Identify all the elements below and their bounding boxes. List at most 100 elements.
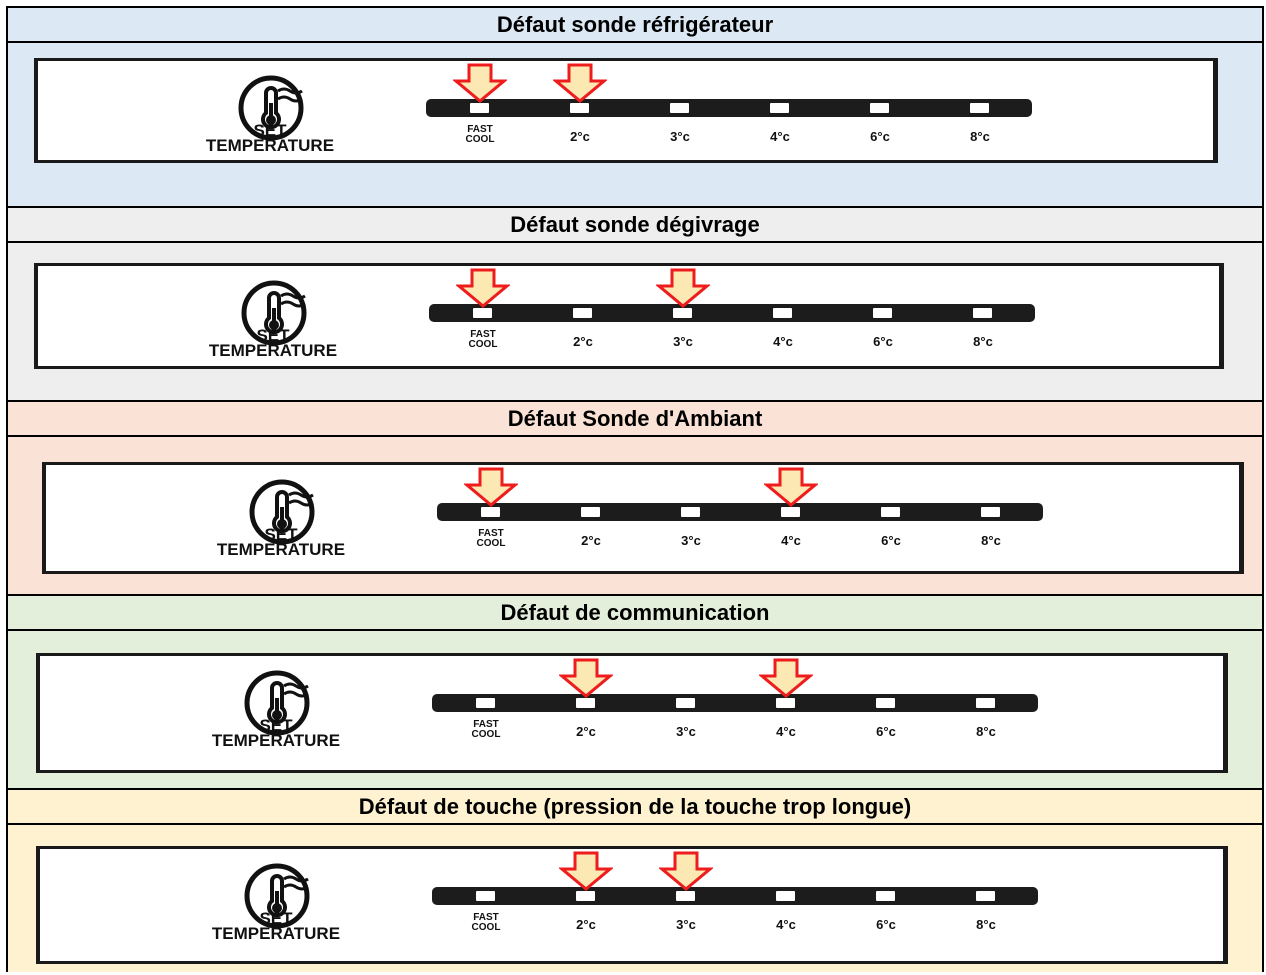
arrow-down-icon — [559, 851, 613, 891]
label-8c: 8°c — [981, 533, 1001, 548]
arrow-down-icon — [764, 467, 818, 507]
arrow-down-icon — [456, 268, 510, 308]
label-3c: 3°c — [681, 533, 701, 548]
led-4c — [781, 507, 800, 517]
fault-title: Défaut Sonde d'Ambiant — [8, 400, 1262, 437]
fault-title: Défaut sonde dégivrage — [8, 206, 1262, 243]
cool-label: COOL — [476, 538, 506, 549]
set-label: SET — [264, 525, 298, 544]
led-4c — [776, 698, 795, 708]
cool-label: COOL — [468, 339, 498, 350]
led-3c — [676, 891, 695, 901]
label-6c: 6°c — [876, 724, 896, 739]
thermometer-icon — [232, 668, 322, 738]
cool-label: COOL — [471, 922, 501, 933]
led-fast_cool — [470, 103, 489, 113]
led-6c — [876, 698, 895, 708]
set-label: SET — [259, 909, 293, 928]
led-3c — [673, 308, 692, 318]
fast-label: FAST — [478, 528, 504, 539]
led-4c — [773, 308, 792, 318]
temperature-label: TEMPERATURE — [216, 540, 346, 559]
label-4c: 4°c — [773, 334, 793, 349]
label-8c: 8°c — [973, 334, 993, 349]
label-3c: 3°c — [676, 724, 696, 739]
label-8c: 8°c — [976, 917, 996, 932]
label-6c: 6°c — [876, 917, 896, 932]
indicator-bar — [432, 694, 1038, 712]
label-8c: 8°c — [976, 724, 996, 739]
label-6c: 6°c — [881, 533, 901, 548]
fault-title: Défaut de communication — [8, 594, 1262, 631]
led-8c — [973, 308, 992, 318]
fault-section-touche: Défaut de touche (pression de la touche … — [8, 788, 1262, 972]
label-3c: 3°c — [673, 334, 693, 349]
led-8c — [976, 891, 995, 901]
thermometer-icon — [232, 861, 322, 931]
led-2c — [573, 308, 592, 318]
label-6c: 6°c — [873, 334, 893, 349]
led-8c — [970, 103, 989, 113]
led-2c — [581, 507, 600, 517]
led-fast_cool — [481, 507, 500, 517]
arrow-down-icon — [559, 658, 613, 698]
led-2c — [576, 891, 595, 901]
arrow-down-icon — [453, 63, 507, 103]
led-4c — [770, 103, 789, 113]
indicator-bar — [437, 503, 1043, 521]
label-4c: 4°c — [781, 533, 801, 548]
set-label: SET — [253, 121, 287, 140]
led-6c — [873, 308, 892, 318]
fast-label: FAST — [467, 124, 493, 135]
temperature-label: TEMPERATURE — [208, 341, 338, 360]
temperature-label: TEMPERATURE — [211, 924, 341, 943]
arrow-down-icon — [553, 63, 607, 103]
set-label: SET — [259, 716, 293, 735]
arrow-down-icon — [759, 658, 813, 698]
label-2c: 2°c — [576, 724, 596, 739]
fault-title: Défaut de touche (pression de la touche … — [8, 788, 1262, 825]
led-8c — [981, 507, 1000, 517]
led-3c — [670, 103, 689, 113]
fault-title: Défaut sonde réfrigérateur — [8, 6, 1262, 43]
temperature-label: TEMPERATURE — [205, 136, 335, 155]
fast-label: FAST — [470, 329, 496, 340]
thermometer-icon — [229, 278, 319, 348]
led-6c — [881, 507, 900, 517]
led-2c — [570, 103, 589, 113]
label-4c: 4°c — [776, 724, 796, 739]
label-2c: 2°c — [576, 917, 596, 932]
led-3c — [676, 698, 695, 708]
indicator-bar — [432, 887, 1038, 905]
arrow-down-icon — [656, 268, 710, 308]
label-4c: 4°c — [776, 917, 796, 932]
thermometer-icon — [226, 73, 316, 143]
fast-label: FAST — [473, 719, 499, 730]
thermometer-icon — [237, 477, 327, 547]
led-6c — [870, 103, 889, 113]
label-3c: 3°c — [676, 917, 696, 932]
set-label: SET — [256, 326, 290, 345]
label-2c: 2°c — [570, 129, 590, 144]
label-2c: 2°c — [581, 533, 601, 548]
label-4c: 4°c — [770, 129, 790, 144]
indicator-bar — [429, 304, 1035, 322]
cool-label: COOL — [465, 134, 495, 145]
label-3c: 3°c — [670, 129, 690, 144]
label-6c: 6°c — [870, 129, 890, 144]
led-3c — [681, 507, 700, 517]
